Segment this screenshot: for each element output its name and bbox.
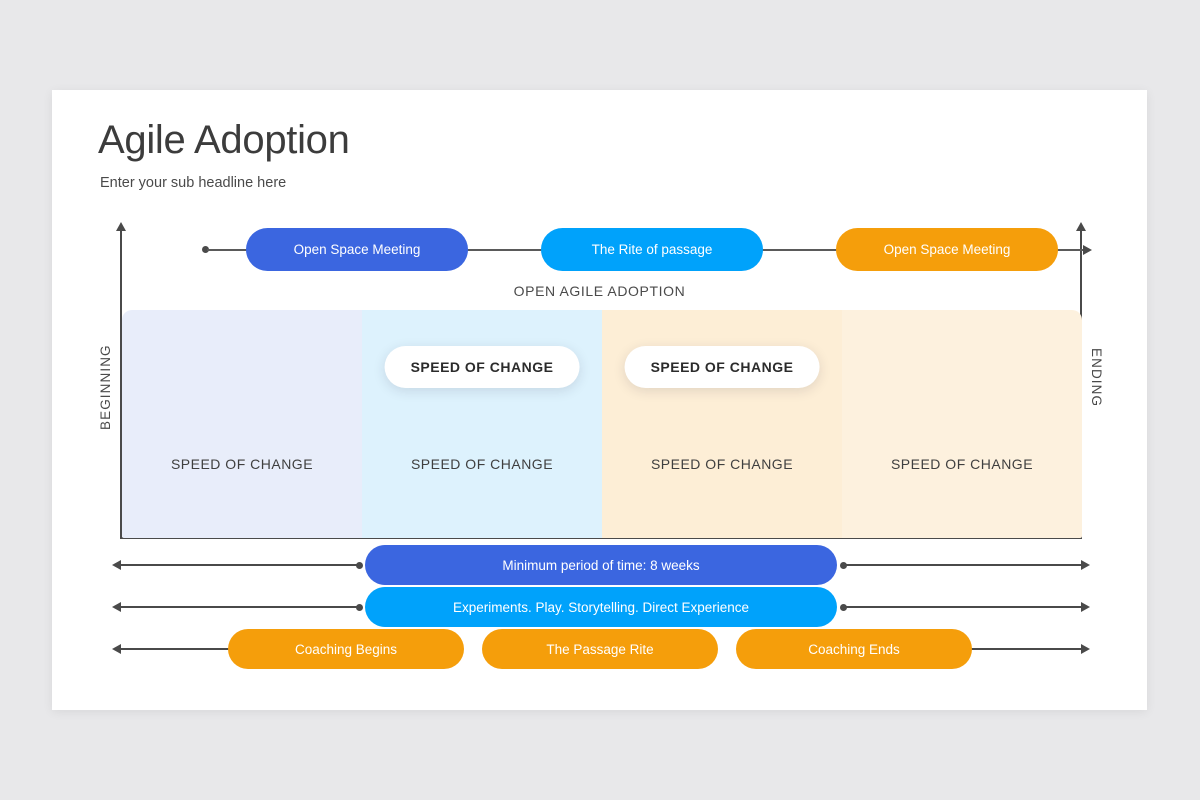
- bottom-pill-coaching-ends[interactable]: Coaching Ends: [736, 629, 972, 669]
- panel-caption: SPEED OF CHANGE: [890, 456, 1034, 472]
- bottom-row-2: Experiments. Play. Storytelling. Direct …: [52, 587, 1147, 627]
- bottom-pill-label: Minimum period of time: 8 weeks: [502, 557, 700, 573]
- bottom-row-3: Coaching Begins The Passage Rite Coachin…: [52, 629, 1147, 669]
- row-arrow-left-icon: [112, 559, 121, 570]
- left-axis-line: [120, 230, 122, 538]
- row-arrow-left-icon: [112, 643, 121, 654]
- right-axis-arrow-icon: [1076, 222, 1086, 231]
- panel-caption: SPEED OF CHANGE: [410, 456, 554, 472]
- timeline-pill-label: Open Space Meeting: [293, 242, 421, 257]
- bottom-pill-label: The Passage Rite: [546, 641, 654, 657]
- timeline-segment: [1055, 249, 1085, 251]
- timeline-segment: [207, 249, 249, 251]
- progress-line-arrow-icon: [1040, 581, 1051, 593]
- row-arrow-right-icon: [1081, 643, 1090, 654]
- row-arrow-right-icon: [1081, 601, 1090, 612]
- top-timeline: Open Space Meeting The Rite of passage O…: [52, 90, 1147, 710]
- slide-card: Agile Adoption Enter your sub headline h…: [52, 90, 1147, 710]
- row-line: [842, 564, 1082, 566]
- panel-4: SPEED OF CHANGE: [842, 310, 1082, 538]
- row-dot-icon: [356, 603, 363, 611]
- timeline-pill-open-space-meeting-1[interactable]: Open Space Meeting: [246, 228, 468, 271]
- row-line: [842, 606, 1082, 608]
- row-arrow-right-icon: [1081, 559, 1090, 570]
- bottom-pill-label: Experiments. Play. Storytelling. Direct …: [452, 599, 750, 615]
- left-axis-arrow-icon: [116, 222, 126, 231]
- row-line: [120, 606, 360, 608]
- panel-caption: SPEED OF CHANGE: [650, 456, 794, 472]
- panel-highlight-pill[interactable]: SPEED OF CHANGE: [384, 346, 580, 388]
- timeline-pill-label: The Rite of passage: [591, 242, 713, 257]
- row-line: [120, 564, 360, 566]
- page-subtitle: Enter your sub headline here: [100, 175, 287, 191]
- timeline-segment: [760, 249, 839, 251]
- timeline-start-dot-icon: [202, 246, 209, 253]
- open-agile-adoption-label: OPEN AGILE ADOPTION: [513, 283, 686, 299]
- panel-highlight-pill[interactable]: SPEED OF CHANGE: [624, 346, 820, 388]
- timeline-pill-open-space-meeting-2[interactable]: Open Space Meeting: [836, 228, 1058, 271]
- row-line: [952, 648, 1082, 650]
- page-title: Agile Adoption: [98, 118, 350, 162]
- timeline-pill-the-rite-of-passage[interactable]: The Rite of passage: [541, 228, 763, 271]
- timeline-end-arrow-icon: [1083, 244, 1092, 255]
- row-arrow-left-icon: [112, 601, 121, 612]
- bottom-pill-coaching-begins[interactable]: Coaching Begins: [228, 629, 464, 669]
- panel-row: SPEED OF CHANGE SPEED OF CHANGE SPEED OF…: [122, 310, 1082, 538]
- bottom-pill-label: Coaching Begins: [294, 641, 398, 657]
- panel-2: SPEED OF CHANGE SPEED OF CHANGE: [362, 310, 602, 538]
- panel-3: SPEED OF CHANGE SPEED OF CHANGE: [602, 310, 842, 538]
- bottom-pill-minimum-period[interactable]: Minimum period of time: 8 weeks: [365, 545, 837, 585]
- row-dot-icon: [356, 561, 363, 569]
- row-line: [120, 648, 250, 650]
- panel-caption: SPEED OF CHANGE: [170, 456, 314, 472]
- panel-1: SPEED OF CHANGE: [122, 310, 362, 538]
- bottom-row-1: Minimum period of time: 8 weeks: [52, 545, 1147, 585]
- bottom-pill-experiments[interactable]: Experiments. Play. Storytelling. Direct …: [365, 587, 837, 627]
- bottom-pill-the-passage-rite[interactable]: The Passage Rite: [482, 629, 718, 669]
- bottom-pill-label: Coaching Ends: [808, 641, 900, 657]
- timeline-pill-label: Open Space Meeting: [883, 242, 1011, 257]
- timeline-segment: [465, 249, 544, 251]
